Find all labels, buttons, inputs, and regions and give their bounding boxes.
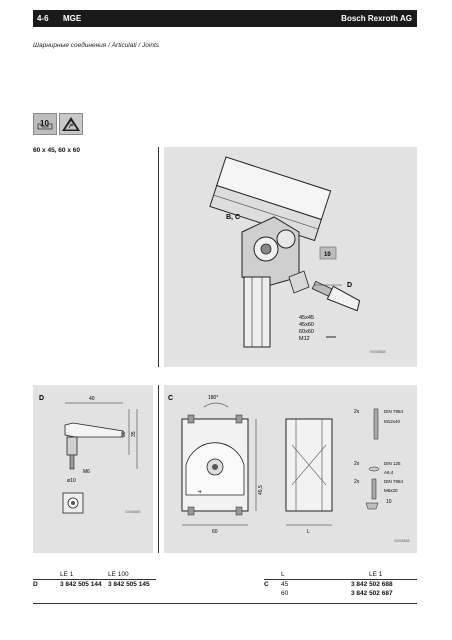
profile-sizes: 60 x 45, 60 x 60: [33, 147, 80, 154]
part-0-qty: 2x: [354, 409, 360, 415]
page-number: 4-6: [37, 14, 49, 23]
table-c-col-l: L: [281, 571, 285, 578]
brand-name: Bosch Rexroth AG: [341, 14, 412, 23]
dim-dia: ø10: [67, 478, 76, 484]
main-ref-code: 00008888: [370, 350, 386, 354]
rotation-angle: 180°: [208, 395, 218, 401]
table-c: L LE 1 C 45 3 842 502 688 60 3 842 502 6…: [264, 570, 417, 602]
part-1-din: DIN 125: [384, 461, 401, 466]
table-c-row1-le1: 3 842 502 687: [351, 590, 393, 597]
column-divider: [158, 147, 159, 367]
esd-warning-icon: [59, 113, 83, 135]
table-d-row-le1: 3 842 505 144: [60, 581, 102, 588]
groove-size-icon: 10: [33, 113, 57, 135]
dim-thread: M6: [83, 469, 90, 475]
label-b-c: B, C: [226, 214, 240, 221]
dim-width: 40: [89, 396, 95, 402]
table-c-row0-label: C: [264, 581, 269, 588]
figure-d-ref-code: 00056680: [125, 510, 141, 514]
main-figure-panel: 10 B, C D 45x45 45x60 60x60 M12 00008888: [164, 147, 417, 367]
dim-width-c: 60: [212, 529, 218, 535]
figure-d-panel: D 40 30 35 M6 ø10 00056680: [33, 385, 153, 553]
joint-c-dimension-drawing: C 180° 4 45,5 60 L 2x DIN 7984 M12x40 2x…: [168, 395, 410, 543]
part-2-size: M6x20: [384, 488, 398, 493]
table-d-row-label: D: [33, 581, 38, 588]
main-badge-10: 10: [324, 252, 331, 258]
table-c-col-le1: LE 1: [369, 571, 383, 578]
profile-size-1: 45x60: [299, 322, 314, 328]
profile-size-2: 60x60: [299, 329, 314, 335]
part-0-size: M12x40: [384, 419, 401, 424]
figure-c-label: C: [168, 395, 173, 402]
table-d-row-le100: 3 842 505 145: [108, 581, 150, 588]
part-1-size: A6,4: [384, 470, 394, 475]
table-c-row0-l: 45: [281, 581, 289, 588]
column-divider-lower: [158, 385, 159, 553]
table-d-col-le1: LE 1: [60, 571, 74, 578]
profile-size-3: M12: [299, 336, 310, 342]
table-d: LE 1 LE 100 D 3 842 505 144 3 842 505 14…: [33, 570, 156, 598]
label-d: D: [347, 282, 352, 289]
profile-size-0: 45x45: [299, 315, 314, 321]
size-badge-label: 10: [40, 119, 49, 128]
table-d-col-le100: LE 100: [108, 571, 129, 578]
lever-dimension-drawing: D 40 30 35 M6 ø10 00056680: [39, 395, 141, 514]
table-c-row1-l: 60: [281, 590, 289, 597]
header-bar: 4-6 MGE Bosch Rexroth AG: [33, 10, 417, 27]
dim-h1: 30: [121, 431, 127, 437]
small-badge-10: 10: [386, 499, 392, 505]
dim-l: L: [307, 529, 310, 535]
table-c-row0-le1: 3 842 502 688: [351, 581, 393, 588]
section-title: MGE: [63, 14, 82, 23]
part-2-qty: 2x: [354, 479, 360, 485]
dim-a: 4: [198, 490, 204, 493]
bottom-rule: [33, 603, 417, 604]
figure-c-ref-code: 00008888: [394, 539, 410, 543]
dim-h2: 35: [131, 431, 137, 437]
joint-assembly-drawing: 10 B, C D 45x45 45x60 60x60 M12 00008888: [209, 156, 386, 354]
page-subtitle: Шарнирные соединения / Articulati / Join…: [33, 42, 160, 49]
figure-c-panel: C 180° 4 45,5 60 L 2x DIN 7984 M12x40 2x…: [164, 385, 417, 553]
figure-d-label: D: [39, 395, 44, 402]
part-2-din: DIN 7984: [384, 479, 404, 484]
part-0-din: DIN 7984: [384, 409, 404, 414]
dim-b: 45,5: [258, 485, 264, 495]
part-1-qty: 2x: [354, 461, 360, 467]
